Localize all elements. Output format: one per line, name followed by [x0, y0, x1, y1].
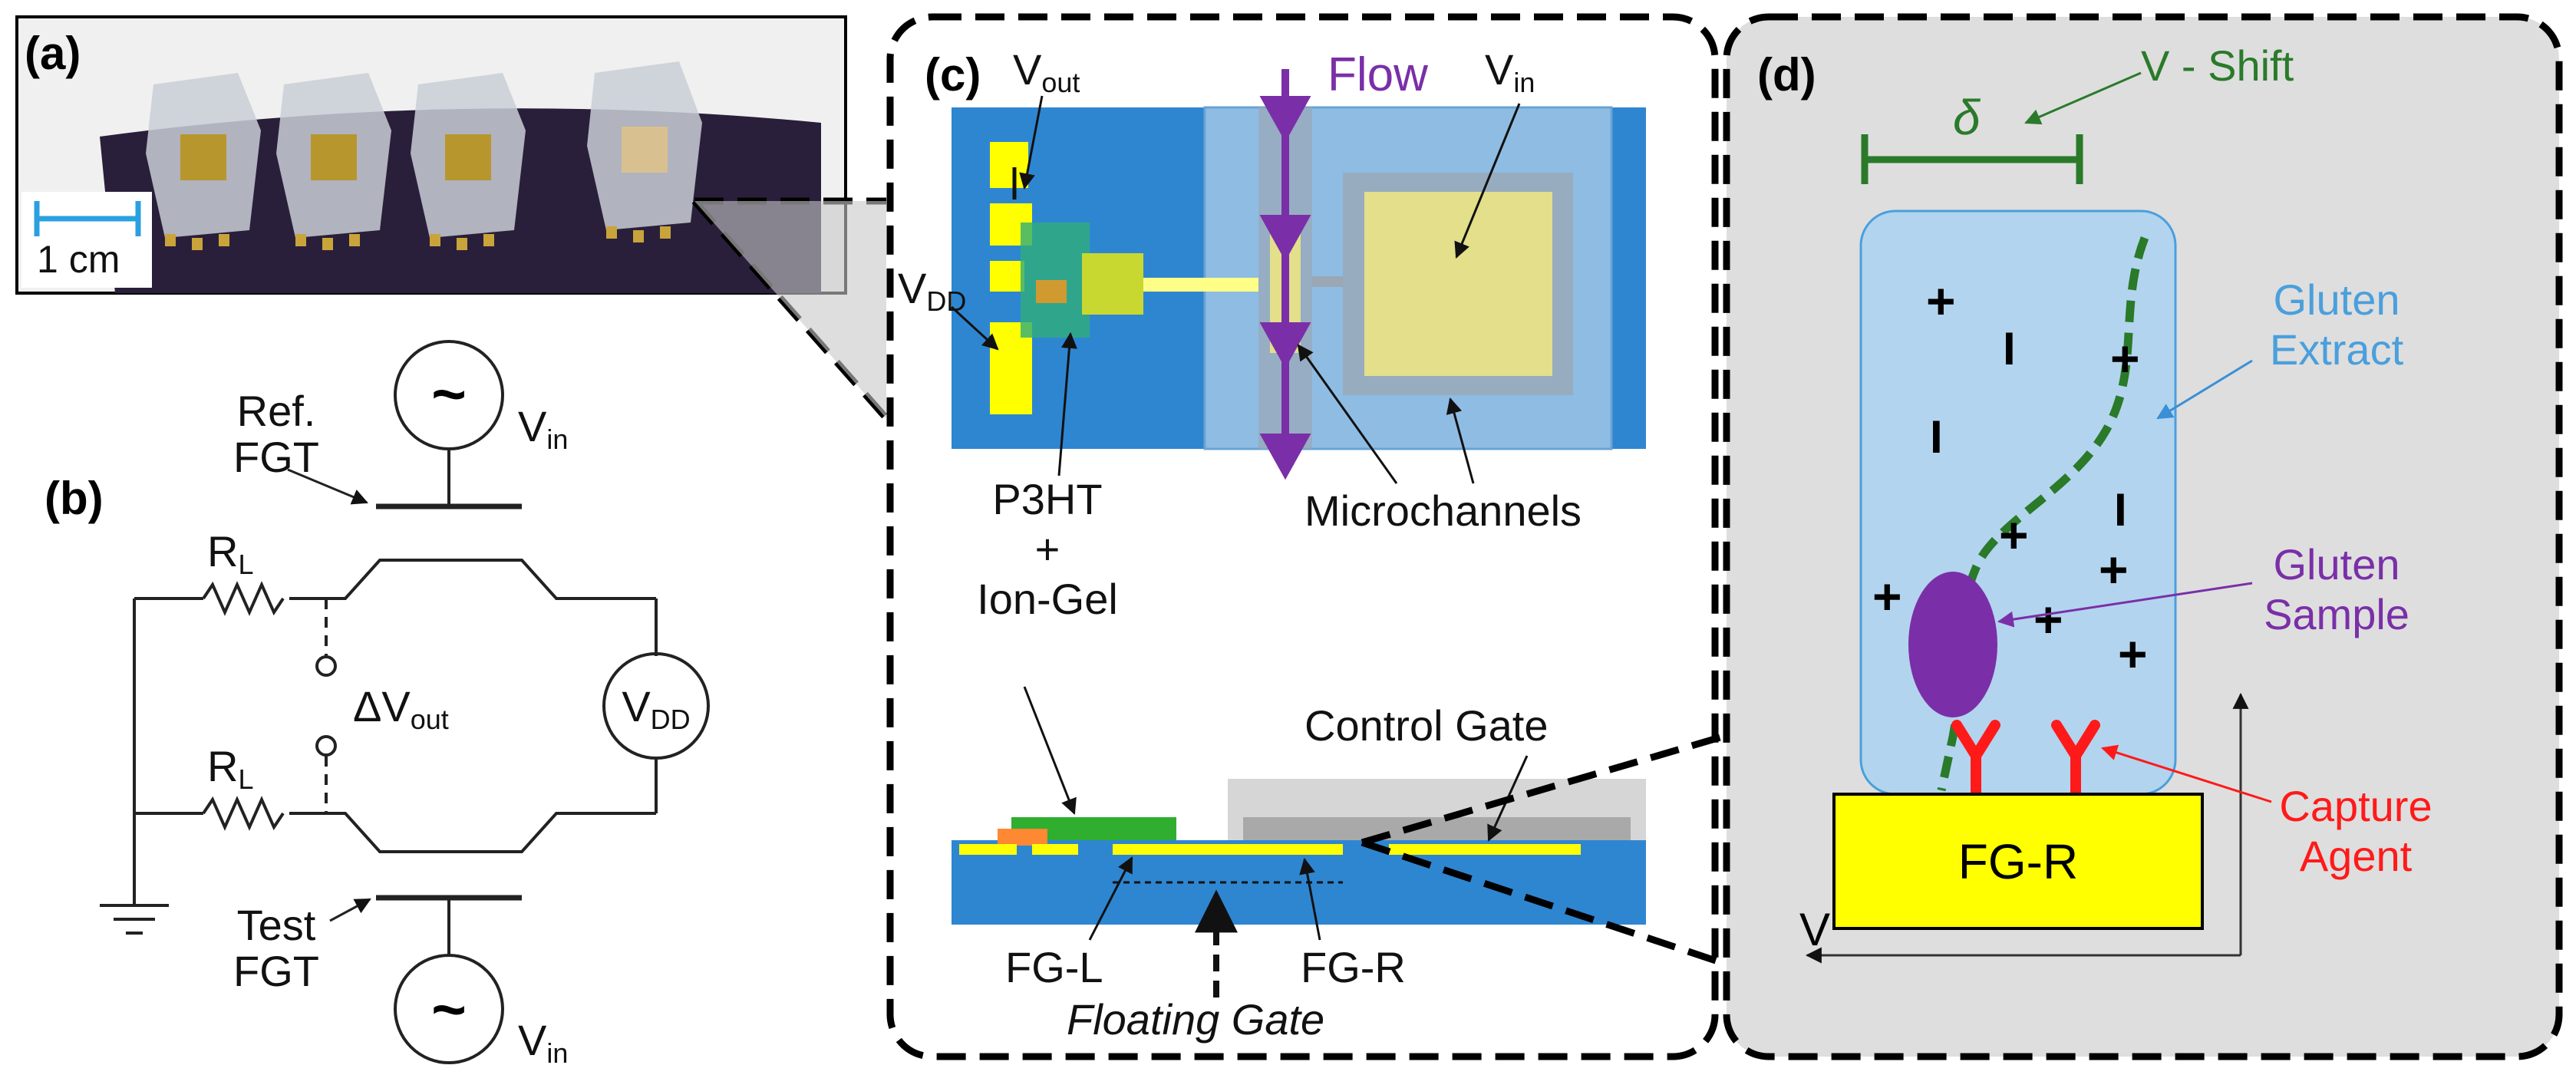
- fg-r-label-c: FG-R: [1301, 943, 1406, 991]
- charges: + I + I + I + + + +: [1872, 272, 2148, 682]
- panel-a-photo: 1 cm (a): [15, 15, 847, 295]
- vout-probe-top: [315, 655, 337, 677]
- floating-gate-label: Floating Gate: [1067, 995, 1324, 1044]
- gluten-sample-line1: Gluten: [2274, 540, 2400, 589]
- vin-label-c: Vin: [1485, 45, 1535, 98]
- panel-label-a: (a): [25, 28, 81, 79]
- gluten-extract-region: [1859, 209, 2177, 796]
- microchannels-label: Microchannels: [1304, 486, 1582, 535]
- v-axis: [1805, 692, 2249, 964]
- panel-label-b: (b): [45, 473, 104, 524]
- vout-pad-3: [990, 261, 1024, 292]
- scale-label: 1 cm: [37, 238, 120, 281]
- device-chip: [587, 61, 702, 242]
- plus-charge: +: [2033, 591, 2063, 648]
- fg-r-label-d: FG-R: [1958, 834, 2078, 889]
- top-rl-label: RL: [207, 527, 253, 580]
- zoom-lines-cd: [1361, 733, 1724, 967]
- gluten-extract-line2: Extract: [2270, 325, 2404, 374]
- top-resistor: [202, 581, 285, 616]
- bottom-vin-label: Vin: [518, 1016, 568, 1069]
- device-chip: [146, 73, 261, 250]
- top-vin-label: Vin: [518, 402, 568, 455]
- capture-antibody: [2051, 720, 2100, 800]
- capture-agent-line1: Capture: [2279, 782, 2432, 830]
- potential-shift-curve: [1937, 236, 2149, 792]
- test-fgt-line2: FGT: [233, 947, 319, 995]
- minus-charge: I: [1930, 411, 1943, 463]
- zoom-shade: [694, 201, 886, 418]
- device-chip: [411, 73, 526, 250]
- v-shift-label: V - Shift: [2141, 41, 2294, 90]
- fg-r-electrode: [1389, 844, 1581, 855]
- ref-fgt-line1: Ref.: [237, 387, 316, 435]
- p3ht-layer: [998, 829, 1047, 846]
- p3ht-label: P3HT: [992, 475, 1102, 523]
- vout-probe-bottom: [315, 735, 337, 757]
- vin-pad: [1364, 192, 1552, 376]
- gluten-sample: [1908, 572, 1997, 717]
- fg-bridge: [1143, 278, 1258, 292]
- plus-label: +: [1035, 525, 1060, 573]
- control-gate-label: Control Gate: [1304, 701, 1549, 750]
- device-top-view: [952, 69, 1646, 480]
- plus-charge: +: [2099, 541, 2129, 598]
- delta-label: δ: [1953, 90, 1981, 145]
- panel-label-c: (c): [925, 49, 981, 101]
- panel-b-circuit: [100, 340, 710, 1064]
- test-fgt-line1: Test: [237, 901, 316, 949]
- capture-agents: [1951, 720, 2100, 800]
- fg-l-label: FG-L: [1005, 943, 1103, 991]
- plus-charge: +: [2110, 330, 2140, 387]
- delta-bracket: [1861, 134, 2083, 184]
- capture-agent-line2: Agent: [2300, 832, 2413, 880]
- gluten-extract-line1: Gluten: [2274, 275, 2400, 324]
- capture-antibody: [1951, 720, 2000, 800]
- delta-vout-label: ΔVout: [353, 682, 449, 735]
- fg-l-pad: [1082, 253, 1143, 315]
- minus-charge: I: [2003, 323, 2016, 374]
- transistor-core: [1036, 280, 1067, 303]
- fg-r-electrode-d: [1832, 793, 2204, 930]
- vout-label: Vout: [1013, 45, 1080, 98]
- plus-charge: +: [1926, 272, 1956, 329]
- flow-arrows: [1259, 69, 1311, 480]
- gluten-sample-line2: Sample: [2264, 590, 2409, 638]
- ion-gel-label: Ion-Gel: [977, 575, 1118, 623]
- vdd-label-c: VDD: [898, 264, 966, 317]
- plus-charge: +: [1872, 568, 1902, 625]
- vdd-label: VDD: [622, 682, 690, 735]
- bottom-resistor: [202, 796, 285, 831]
- device-chip: [276, 73, 391, 250]
- scale-bar: [34, 201, 141, 236]
- bottom-ac-source: [394, 954, 504, 1064]
- device-cross-section: [952, 779, 1646, 998]
- plus-charge: +: [1999, 506, 2029, 563]
- bottom-source-symbol: ~: [431, 975, 467, 1043]
- vout-pad-1: [990, 142, 1028, 188]
- scale-bar-box: [21, 192, 152, 288]
- minus-charge: I: [2114, 484, 2127, 536]
- plus-charge: +: [2118, 625, 2148, 682]
- bottom-rl-label: RL: [207, 742, 253, 795]
- fg-electrode: [1113, 844, 1343, 855]
- panel-label-d: (d): [1757, 49, 1816, 101]
- v-axis-label: V: [1799, 904, 1830, 955]
- ref-fgt-line2: FGT: [233, 433, 319, 481]
- top-source-symbol: ~: [431, 360, 467, 427]
- flow-label: Flow: [1328, 48, 1428, 101]
